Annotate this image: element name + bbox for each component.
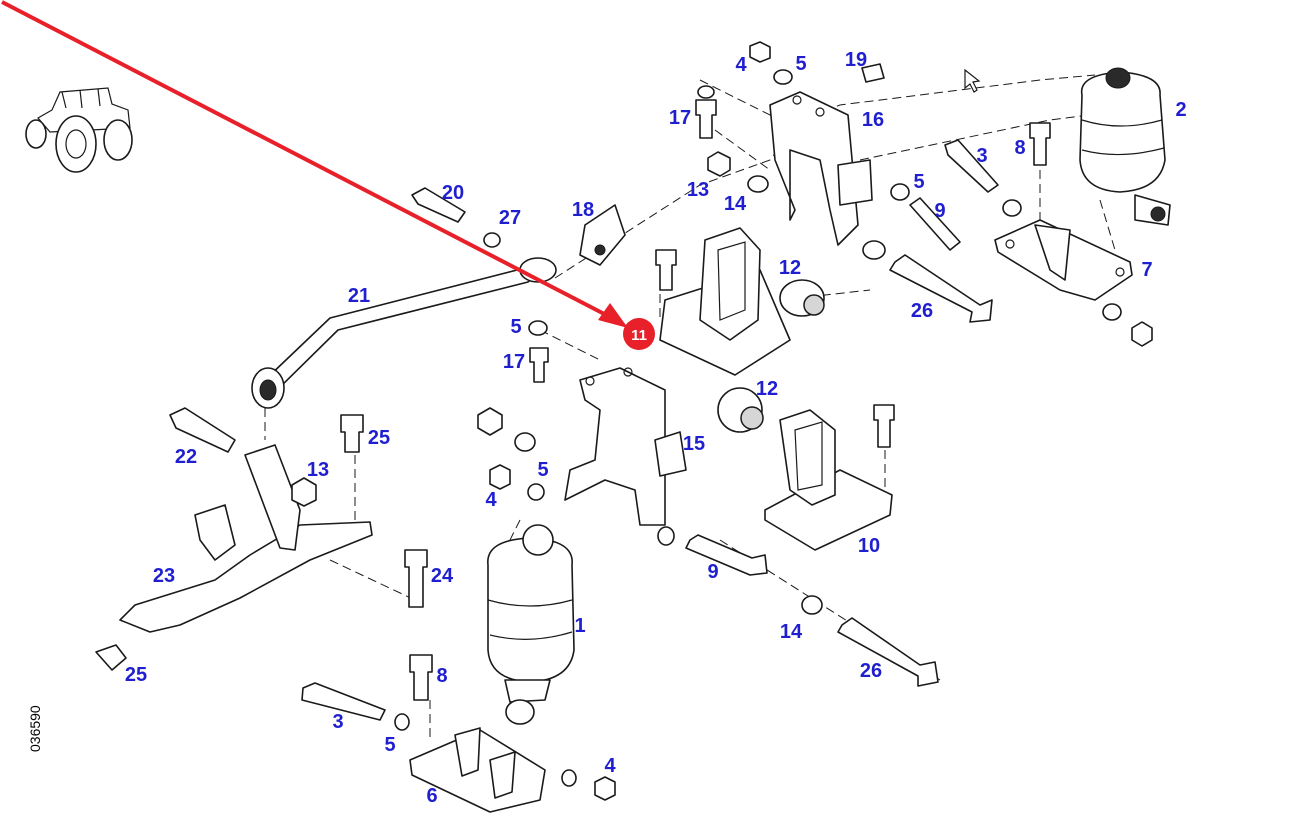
callout-10[interactable]: 10	[858, 535, 880, 557]
callout-13[interactable]: 13	[307, 459, 329, 481]
callout-8[interactable]: 8	[1014, 137, 1025, 159]
callout-25[interactable]: 25	[368, 427, 390, 449]
callout-17[interactable]: 17	[669, 107, 691, 129]
callout-27[interactable]: 27	[499, 207, 521, 229]
bracket-18	[579, 204, 626, 266]
bracket-10	[764, 409, 893, 551]
callout-4[interactable]: 4	[485, 489, 497, 511]
tractor-icon	[25, 87, 133, 173]
callout-13[interactable]: 13	[687, 179, 709, 201]
mounting-plate-7	[994, 219, 1133, 301]
callout-9[interactable]: 9	[934, 200, 945, 222]
callout-8[interactable]: 8	[436, 665, 447, 687]
callout-5[interactable]: 5	[384, 734, 395, 756]
bolt-3-lower	[301, 682, 386, 721]
callout-21[interactable]: 21	[348, 285, 370, 307]
bushing-12-upper	[779, 279, 825, 317]
callout-5[interactable]: 5	[510, 316, 521, 338]
callout-6[interactable]: 6	[426, 785, 437, 807]
callout-14[interactable]: 14	[780, 621, 803, 643]
callout-5[interactable]: 5	[537, 459, 548, 481]
callout-24[interactable]: 24	[431, 565, 454, 587]
bolt-26-lower	[837, 617, 939, 687]
callout-1[interactable]: 1	[574, 615, 585, 637]
callout-15[interactable]: 15	[683, 433, 705, 455]
callout-3[interactable]: 3	[976, 145, 987, 167]
bushing-12-lower	[717, 387, 764, 433]
callout-22[interactable]: 22	[175, 446, 197, 468]
callout-9[interactable]: 9	[707, 561, 718, 583]
bolt-3-upper	[944, 139, 999, 193]
highlight-arrow	[1, 0, 628, 328]
callout-5[interactable]: 5	[795, 53, 806, 75]
callout-25[interactable]: 25	[125, 664, 147, 686]
air-spring-lower	[487, 524, 575, 725]
callout-14[interactable]: 14	[724, 193, 747, 215]
bolt-8-group	[95, 63, 1051, 701]
bolt-22	[169, 407, 236, 453]
callout-12[interactable]: 12	[779, 257, 801, 279]
callout-26[interactable]: 26	[860, 660, 882, 682]
callout-2[interactable]: 2	[1175, 99, 1186, 121]
callout-4[interactable]: 4	[735, 54, 747, 76]
bracket-23	[119, 444, 373, 633]
bolt-26-upper	[889, 254, 993, 323]
nuts-washers	[291, 41, 1153, 801]
highlight-marker-11[interactable]: 11	[623, 318, 655, 350]
bolt-9-lower	[685, 534, 768, 576]
callout-23[interactable]: 23	[153, 565, 175, 587]
callout-19[interactable]: 19	[845, 49, 867, 71]
callout-12[interactable]: 12	[756, 378, 778, 400]
callout-18[interactable]: 18	[572, 199, 594, 221]
callout-3[interactable]: 3	[332, 711, 343, 733]
mouse-cursor-icon	[964, 68, 981, 93]
callout-17[interactable]: 17	[503, 351, 525, 373]
bolt-9-upper	[909, 197, 961, 251]
callout-26[interactable]: 26	[911, 300, 933, 322]
mounting-plate-6	[409, 727, 546, 813]
bracket-11	[659, 227, 791, 376]
callout-7[interactable]: 7	[1141, 259, 1152, 281]
bracket-16	[769, 91, 873, 246]
air-spring-upper	[1079, 67, 1171, 226]
highlight-marker-label: 11	[631, 327, 647, 344]
callout-16[interactable]: 16	[862, 109, 884, 131]
callout-5[interactable]: 5	[913, 171, 924, 193]
callout-20[interactable]: 20	[442, 182, 464, 204]
bracket-15	[564, 367, 687, 526]
drawing-code: 036590	[27, 705, 43, 752]
bolt-20	[411, 187, 466, 223]
callout-4[interactable]: 4	[604, 755, 616, 777]
